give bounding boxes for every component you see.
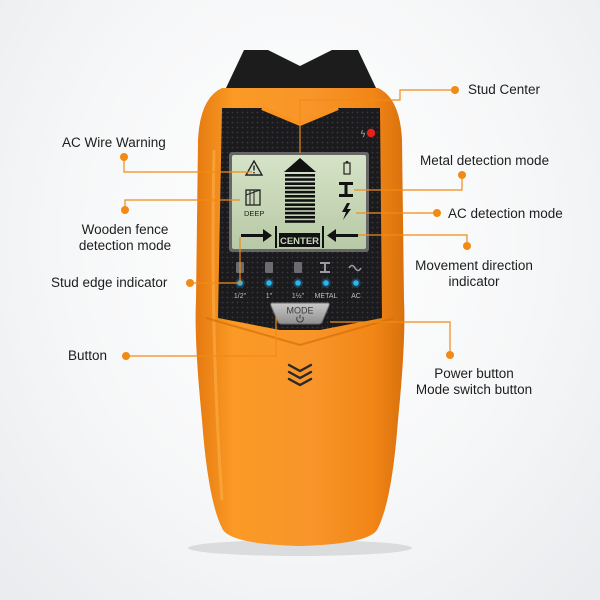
ac-warning-icon <box>244 159 264 176</box>
scale-label: 1" <box>266 293 273 300</box>
ac-mode-icon <box>342 203 351 220</box>
led-indicator <box>323 280 329 286</box>
sensor-cap <box>226 50 376 88</box>
scale-label: 1/2" <box>234 293 247 300</box>
callout-power-button-line1: Power button <box>434 366 514 381</box>
callout-ac-detection-mode: AC detection mode <box>448 206 563 222</box>
power-led-symbol: ϟ <box>360 130 366 140</box>
callout-button: Button <box>68 348 107 364</box>
mode-power-button[interactable]: MODE <box>270 302 330 325</box>
callout-wooden-fence-line1: Wooden fence <box>81 222 169 237</box>
callout-stud-edge-indicator: Stud edge indicator <box>51 275 167 291</box>
stud-bar-graph <box>284 158 316 223</box>
callout-movement-direction-line2: indicator <box>448 274 500 289</box>
wooden-fence-icon <box>245 189 261 206</box>
callout-wooden-fence: Wooden fence detection mode <box>67 222 183 254</box>
callout-power-button-line2: Mode switch button <box>415 382 533 397</box>
center-badge <box>279 233 320 247</box>
metal-mode-icon <box>339 182 353 197</box>
scale-labels: 1/2" 1" 1½" METAL AC <box>234 292 361 300</box>
power-led <box>366 128 376 138</box>
center-label: CENTER <box>280 236 319 247</box>
deep-label: DEEP <box>244 209 264 218</box>
scale-label: AC <box>351 293 361 300</box>
led-indicator <box>353 280 359 286</box>
callout-button-text: Button <box>68 348 108 363</box>
device-shadow <box>188 540 412 556</box>
callout-wooden-fence-line2: detection mode <box>78 238 172 253</box>
body-seam <box>205 317 395 347</box>
callout-metal-detection-mode: Metal detection mode <box>420 153 549 169</box>
callout-stud-center-text: Stud Center <box>468 82 541 97</box>
callout-movement-direction: Movement direction indicator <box>406 258 542 290</box>
callout-stud-center: Stud Center <box>468 82 540 98</box>
scale-label: 1½" <box>292 292 305 300</box>
callout-power-button: Power button Mode switch button <box>404 366 544 398</box>
callout-stud-edge-indicator-text: Stud edge indicator <box>51 275 168 290</box>
led-indicator <box>266 280 272 286</box>
callout-dots <box>120 86 471 360</box>
speaker-grille <box>287 363 313 387</box>
direction-arrow-left <box>327 229 358 242</box>
callout-ac-wire-warning: AC Wire Warning <box>62 135 166 151</box>
lcd-screen <box>232 155 366 249</box>
callout-movement-direction-line1: Movement direction <box>415 258 533 273</box>
power-icon <box>296 314 304 323</box>
mode-icons-row <box>236 262 362 273</box>
direction-arrow-right <box>241 229 272 242</box>
battery-icon <box>343 161 351 175</box>
scale-label: METAL <box>315 293 338 300</box>
callout-metal-detection-mode-text: Metal detection mode <box>420 153 550 168</box>
callout-ac-wire-warning-text: AC Wire Warning <box>62 135 166 150</box>
mode-button-label: MODE <box>287 306 314 316</box>
led-indicator <box>295 280 301 286</box>
body-highlight <box>211 149 224 501</box>
callout-ac-detection-mode-text: AC detection mode <box>448 206 563 221</box>
